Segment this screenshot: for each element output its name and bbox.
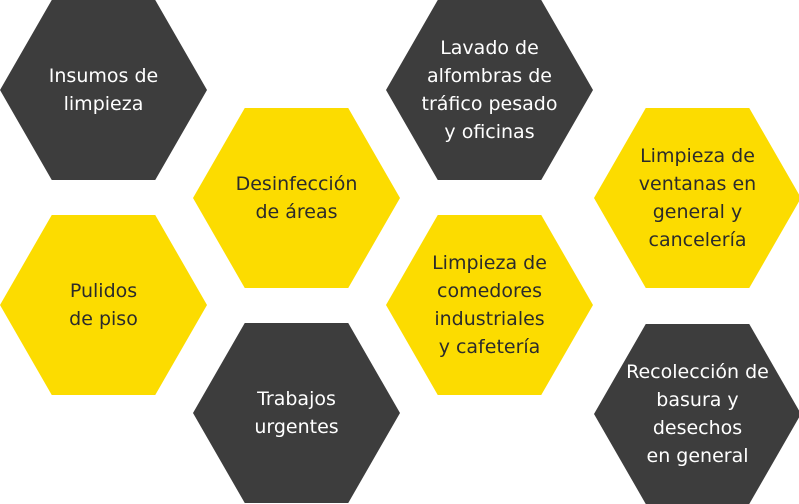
hexagon-insumos-de-limpieza: Insumos de limpieza [0,0,207,180]
hexagon-limpieza-de-comedores: Limpieza de comedores industriales y caf… [386,215,593,395]
hexagon-label: Limpieza de ventanas en general y cancel… [638,145,757,251]
hexagon-lavado-de-alfombras: Lavado de alfombras de tráfico pesado y … [386,0,593,180]
hexagon-label: Recolección de basura y desechos en gene… [626,361,769,467]
hexagon-trabajos-urgentes: Trabajos urgentes [193,323,400,503]
hexagon-recoleccion-de-basura: Recolección de basura y desechos en gene… [594,324,799,504]
hexagon-pulidos-de-piso: Pulidos de piso [0,215,207,395]
hexagon-label: Insumos de limpieza [48,65,159,115]
hexagon-limpieza-de-ventanas: Limpieza de ventanas en general y cancel… [594,108,799,288]
hexagon-label: Limpieza de comedores industriales y caf… [432,252,547,358]
hexagon-label: Desinfección de áreas [235,173,358,223]
hexagon-label: Trabajos urgentes [254,388,339,438]
hexagon-label: Lavado de alfombras de tráfico pesado y … [421,37,558,143]
hexagon-label: Pulidos de piso [69,280,138,330]
hexagon-desinfeccion-de-areas: Desinfección de áreas [193,108,400,288]
